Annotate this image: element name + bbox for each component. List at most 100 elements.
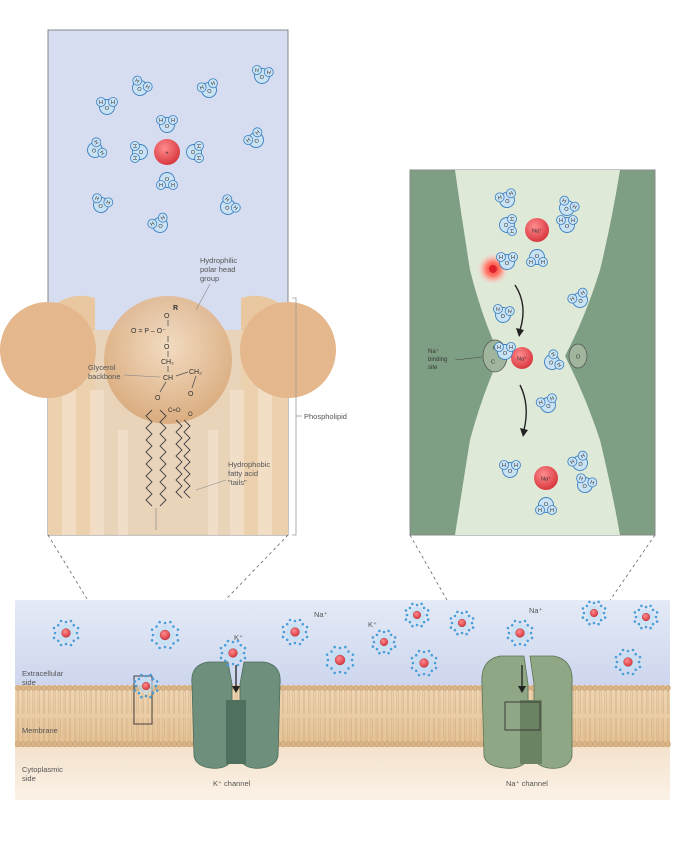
lipid-head-inner (114, 741, 120, 747)
lipid-head-outer (634, 685, 640, 691)
water-molecule: OHH (535, 497, 557, 515)
water-h: H (549, 352, 556, 358)
water-h: H (99, 100, 103, 106)
lipid-head-outer (446, 685, 453, 691)
lipid-head-inner (62, 741, 68, 747)
lipid-head-outer (347, 685, 354, 691)
lipid-head-inner (25, 741, 32, 747)
water-h: H (495, 307, 500, 314)
water-molecule: OH H (526, 249, 548, 267)
hydrated-ion (133, 673, 159, 699)
lipid-head-outer (441, 685, 448, 691)
water-h: H (509, 345, 513, 351)
lipid-head-inner (441, 741, 448, 747)
lipid-head-inner (181, 741, 188, 747)
lipid-head-inner (103, 741, 110, 747)
lipid-head-outer (321, 685, 328, 691)
lipid-head-inner (410, 741, 417, 747)
na-ion-top-label: Na⁺ (532, 227, 542, 234)
lipid-head-inner (576, 741, 583, 747)
hydrated-ion (325, 645, 355, 675)
water-h: H (266, 70, 271, 77)
water-o: O (534, 252, 539, 258)
lipid-head-outer (46, 685, 53, 691)
hydrophobic-line-2: fatty acid (228, 469, 258, 478)
lipid-head-outer (602, 685, 609, 691)
water-h: H (502, 463, 506, 469)
lipid-head-outer (420, 685, 427, 691)
water-h: H (561, 198, 567, 205)
lipid-head-inner (649, 741, 656, 747)
binding-site-label: Na⁺ binding site (428, 348, 483, 371)
lipid-head-outer (592, 685, 599, 691)
hydrated-ion (371, 629, 397, 655)
lipid-head-inner (36, 741, 42, 747)
hydrated-ion (506, 619, 534, 647)
lipid-head-inner (368, 741, 375, 747)
hydrophobic-line-3: "tails" (228, 478, 247, 487)
lipid-head-inner (363, 741, 370, 747)
phospholipid-label: Phospholipid (304, 412, 347, 421)
lipid-head-inner (587, 741, 593, 747)
lipid-head-outer (415, 685, 422, 691)
lipid-head-inner (108, 741, 115, 747)
water-h: H (570, 459, 576, 466)
lipid-head-inner (337, 741, 344, 747)
water-h: H (541, 258, 545, 264)
lipid-head-inner (301, 741, 307, 747)
lipid-head-inner (332, 741, 339, 747)
lipid-head-inner (436, 741, 443, 747)
water-h: H (549, 396, 555, 403)
water-h: H (171, 118, 175, 124)
extracellular-line-1: Extracellular (22, 669, 64, 678)
fatty-acid-tail-3 (175, 419, 183, 499)
lipid-head-inner (467, 741, 474, 747)
water-h: H (508, 229, 514, 233)
lipid-head-inner (446, 741, 453, 747)
lipid-head-inner (379, 741, 385, 747)
na-ion-label-1: Na⁺ (314, 610, 328, 619)
water-o: O (502, 223, 508, 228)
lipid-head-outer (295, 685, 302, 691)
na-channel (481, 655, 573, 769)
hydrated-ion (52, 619, 80, 647)
lipid-head-outer (576, 685, 583, 691)
lipid-head-outer (176, 685, 182, 691)
lipid-head-outer (82, 685, 89, 691)
water-h: H (529, 258, 533, 264)
lipid-head-outer (88, 685, 94, 691)
lipid-head-outer (165, 685, 172, 691)
lipid-head-inner (186, 741, 193, 747)
lipid-head-inner (415, 741, 422, 747)
water-h: H (514, 463, 518, 469)
water-h: H (538, 400, 544, 407)
lipid-head-outer (462, 685, 469, 691)
lipid-head-outer (639, 685, 645, 691)
lipid-head-inner (280, 741, 287, 747)
lipid-head-outer (316, 685, 323, 691)
water-h: H (171, 181, 175, 187)
lipid-head-outer (311, 685, 318, 691)
lipid-head-outer (451, 685, 458, 691)
lipid-head-inner (82, 741, 89, 747)
lipid-head-outer (608, 685, 614, 691)
lipid-head-outer (124, 685, 130, 691)
water-h: H (550, 506, 554, 512)
water-molecule: OHH (92, 193, 114, 213)
lipid-head-outer (171, 685, 177, 691)
lipid-head-inner (644, 741, 651, 747)
lipid-head-outer (327, 685, 333, 691)
lipid-head-outer (582, 685, 588, 691)
lipid-head-outer (93, 685, 99, 691)
k-channel (191, 661, 281, 769)
lipid-head-inner (119, 741, 125, 747)
lipid-head-inner (145, 741, 151, 747)
water-h: H (232, 205, 239, 212)
hydrophilic-line-3: group (200, 274, 219, 283)
lipid-head-outer (644, 685, 651, 691)
chem-o4: O (188, 391, 194, 398)
lipid-head-inner (384, 741, 391, 747)
